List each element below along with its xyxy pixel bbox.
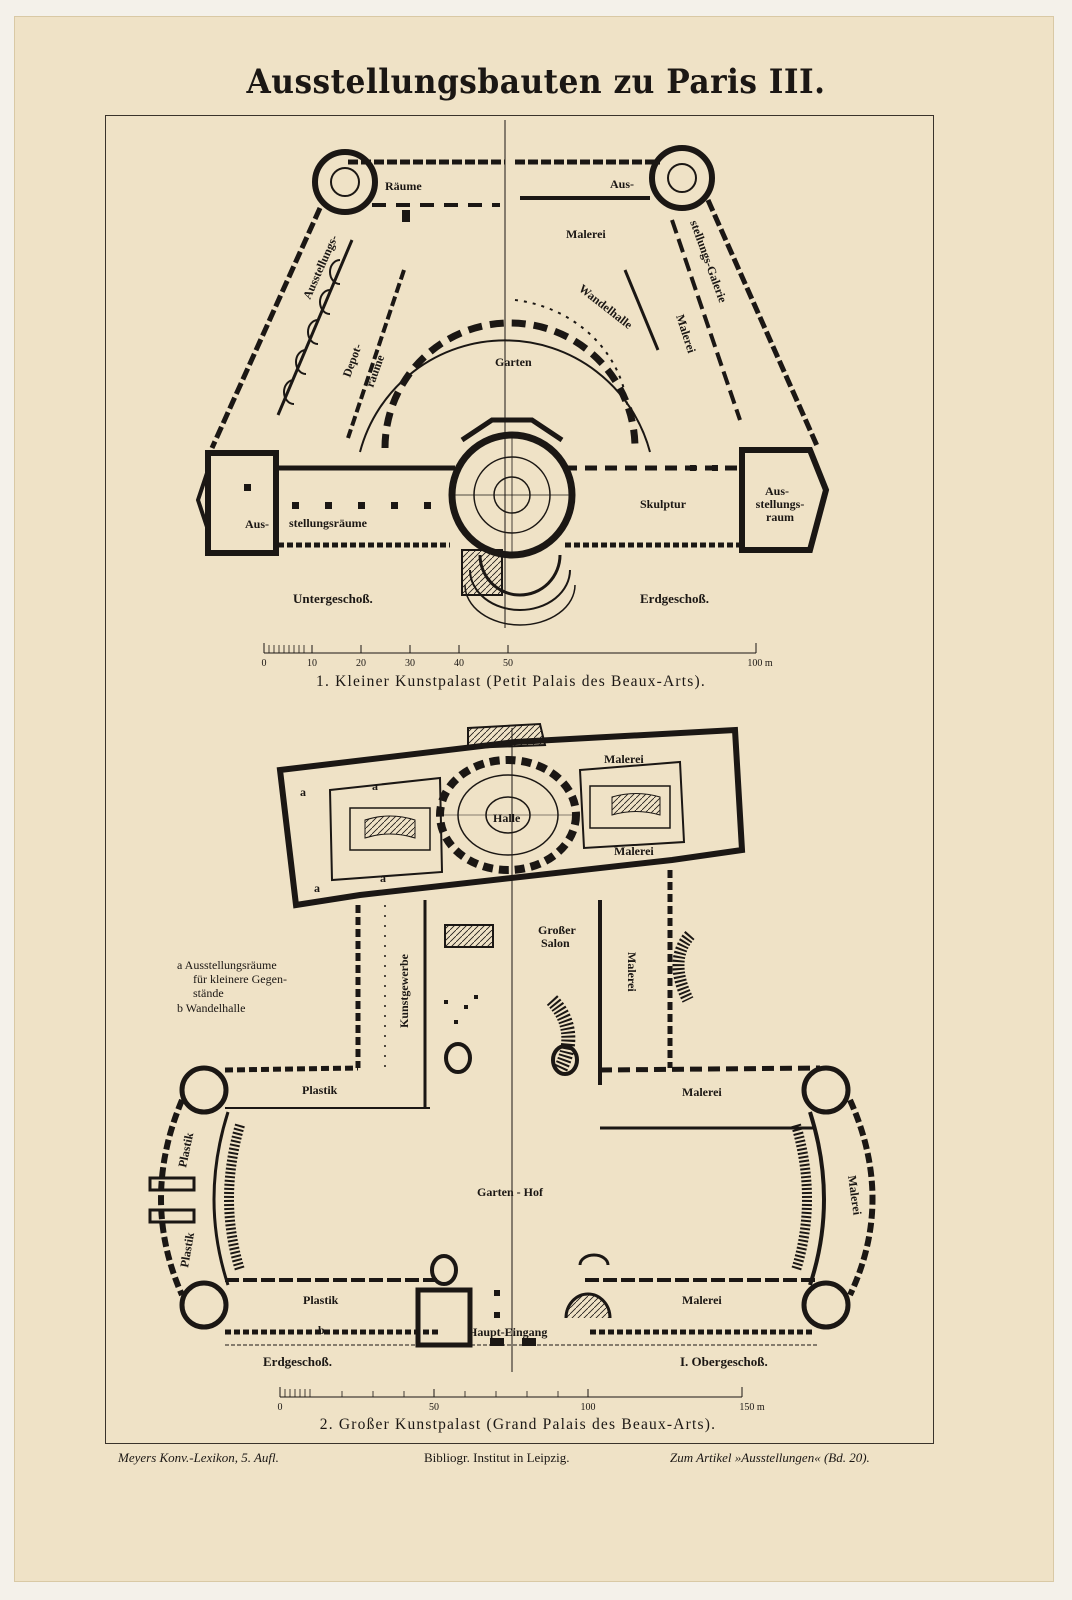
pp-label-ausraum-2: stellungs- — [756, 497, 805, 511]
gp-label-malerei-vert: Malerei — [625, 952, 639, 992]
gp-label-plastik-top: Plastik — [302, 1083, 338, 1097]
pp-label-raeume-diag: räume — [363, 352, 388, 389]
gp-legend-line-2: für kleinere Gegen- — [193, 972, 287, 986]
pp-scale-bar — [263, 643, 757, 654]
pp-tick-40: 40 — [454, 658, 464, 669]
gp-label-a4: a — [314, 881, 320, 895]
gp-label-plastik-l1: Plastik — [175, 1131, 196, 1169]
gp-label-grosser: Großer — [538, 923, 576, 937]
gp-label-a3: a — [380, 871, 386, 885]
pp-tick-50: 50 — [503, 658, 513, 669]
petit-palais-plan — [195, 120, 830, 628]
plate-frame — [105, 115, 934, 1444]
gp-tick-150: 150 m — [739, 1402, 765, 1413]
gp-floor-right: I. Obergeschoß. — [680, 1354, 768, 1369]
pp-label-stellungsraeume: stellungsräume — [289, 516, 368, 530]
pp-label-malerei-top: Malerei — [566, 227, 606, 241]
pp-tick-10: 10 — [307, 658, 317, 669]
gp-label-halle: Halle — [493, 811, 521, 825]
pp-label-wandelhalle: Wandelhalle — [576, 281, 636, 332]
gp-label-malerei-curve: Malerei — [845, 1174, 864, 1216]
pp-label-ausraum-3: raum — [766, 510, 794, 524]
gp-label-plastik-bottom: Plastik — [303, 1293, 339, 1307]
footer-right: Zum Artikel »Ausstellungen« (Bd. 20). — [670, 1450, 870, 1465]
pp-tick-20: 20 — [356, 658, 366, 669]
gp-label-malerei-bottom: Malerei — [682, 1293, 722, 1307]
gp-caption: 2. Großer Kunstpalast (Grand Palais des … — [320, 1416, 716, 1433]
gp-label-kunstgewerbe: Kunstgewerbe — [397, 953, 411, 1028]
pp-tick-100: 100 m — [747, 658, 773, 669]
gp-label-plastik-l2: Plastik — [177, 1231, 197, 1269]
gp-label-malerei-top2: Malerei — [614, 844, 654, 858]
gp-legend-line-3: stände — [193, 986, 224, 1000]
gp-label-garten-hof: Garten - Hof — [477, 1185, 544, 1199]
pp-label-malerei-right: Malerei — [673, 313, 699, 356]
pp-floor-right: Erdgeschoß. — [640, 591, 709, 606]
gp-floor-left: Erdgeschoß. — [263, 1354, 332, 1369]
gp-tick-100: 100 — [581, 1402, 596, 1413]
gp-tick-50: 50 — [429, 1402, 439, 1413]
pp-caption: 1. Kleiner Kunstpalast (Petit Palais des… — [316, 673, 706, 690]
pp-label-depot: Depot- — [340, 342, 365, 379]
grand-palais-plan — [148, 722, 876, 1372]
footer-center: Bibliogr. Institut in Leipzig. — [424, 1450, 570, 1465]
gp-scale-bar — [279, 1387, 743, 1398]
pp-floor-left: Untergeschoß. — [293, 591, 373, 606]
pp-label-aus-top: Aus- — [610, 177, 634, 191]
gp-label-salon: Salon — [541, 936, 570, 950]
gp-tick-0: 0 — [278, 1402, 283, 1413]
pp-label-raeume: Räume — [385, 179, 422, 193]
pp-label-garten: Garten — [495, 355, 532, 369]
pp-tick-30: 30 — [405, 658, 415, 669]
gp-label-a1: a — [372, 779, 378, 793]
gp-label-malerei-mid: Malerei — [682, 1085, 722, 1099]
footer-left: Meyers Konv.-Lexikon, 5. Aufl. — [117, 1450, 279, 1465]
gp-label-a2: a — [300, 785, 306, 799]
gp-label-b: b — [318, 1323, 325, 1337]
pp-label-skulptur: Skulptur — [640, 497, 687, 511]
pp-tick-0: 0 — [262, 658, 267, 669]
pp-label-aus-bottom: Aus- — [245, 517, 269, 531]
gp-legend-line-1: a Ausstellungsräume — [177, 958, 277, 972]
gp-label-malerei-top1: Malerei — [604, 752, 644, 766]
plate-title: Ausstellungsbauten zu Paris III. — [246, 62, 826, 102]
gp-label-haupt-eingang: Haupt-Eingang — [468, 1325, 547, 1339]
pp-label-ausraum-1: Aus- — [765, 484, 789, 498]
gp-legend-line-4: b Wandelhalle — [177, 1001, 245, 1015]
